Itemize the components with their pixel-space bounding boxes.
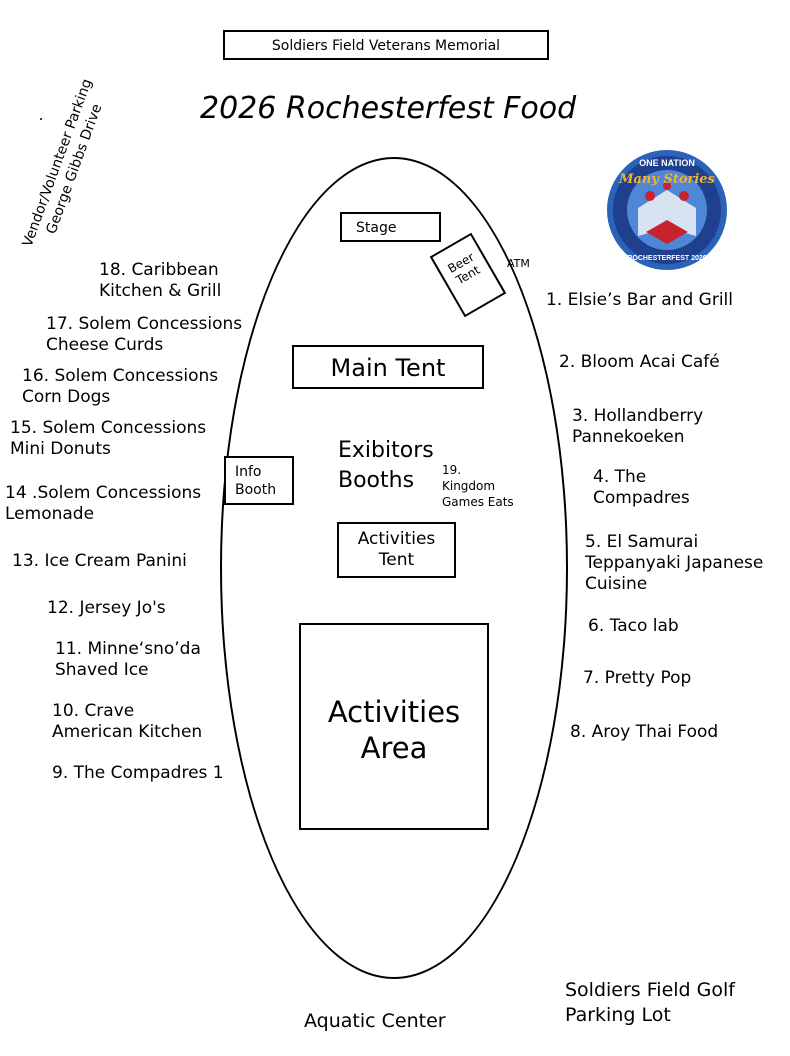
vendor-left-16: 16. Solem Concessions Corn Dogs [22,366,219,407]
logo-top-text: ONE NATION [639,158,695,168]
vendor-left-9: 9. The Compadres 1 [52,763,224,783]
vendor-left-14: 14 .Solem Concessions Lemonade [5,483,202,524]
vendor-right-8: 8. Aroy Thai Food [570,722,719,742]
vendor-right-6: 6. Taco lab [588,616,679,636]
logo-bottom-text: ROCHESTERFEST 2026 [627,255,706,262]
logo-script-text: Many Stories [618,172,715,187]
rochesterfest-logo: ONE NATION Many Stories ROCHESTERFEST 20… [607,150,727,270]
vendor-left-13: 13. Ice Cream Panini [12,551,187,571]
atm-label: ATM [507,257,530,270]
stage-box: Stage [340,212,441,242]
vendor-right-2: 2. Bloom Acai Café [559,352,720,372]
activities-tent-box: Activities Tent [337,522,456,578]
golf-parking-label: Soldiers Field Golf Parking Lot [565,979,735,1026]
aquatic-center-label: Aquatic Center [304,1010,446,1032]
venue-header: Soldiers Field Veterans Memorial [223,30,549,60]
kingdom-label: 19. Kingdom Games Eats [442,463,514,509]
vendor-left-11: 11. Minne‘sno’da Shaved Ice [55,639,201,680]
vendor-parking-label: Vendor/Volunteer Parking George Gibbs Dr… [19,76,106,250]
vendor-left-15: 15. Solem Concessions Mini Donuts [10,418,207,459]
page-title: 2026 Rochesterfest Food [200,91,577,126]
vendor-right-3: 3. Hollandberry Pannekoeken [572,406,704,447]
vendor-left-18: 18. Caribbean Kitchen & Grill [99,260,222,301]
vendor-right-4: 4. The Compadres [593,467,690,508]
vendor-right-5: 5. El Samurai Teppanyaki Japanese Cuisin… [585,532,764,594]
vendor-left-17: 17. Solem Concessions Cheese Curds [46,314,243,355]
field-oval [220,157,568,979]
exhibitors-label: Exibitors Booths [338,438,434,493]
activities-area-box: Activities Area [299,623,489,830]
vendor-left-10: 10. Crave American Kitchen [52,701,203,742]
vendor-right-1: 1. Elsie’s Bar and Grill [546,290,733,310]
info-booth-box: Info Booth [224,456,294,505]
stray-dot [40,118,42,120]
vendor-right-7: 7. Pretty Pop [583,668,692,688]
vendor-left-12: 12. Jersey Jo's [47,598,166,618]
main-tent-box: Main Tent [292,345,484,389]
